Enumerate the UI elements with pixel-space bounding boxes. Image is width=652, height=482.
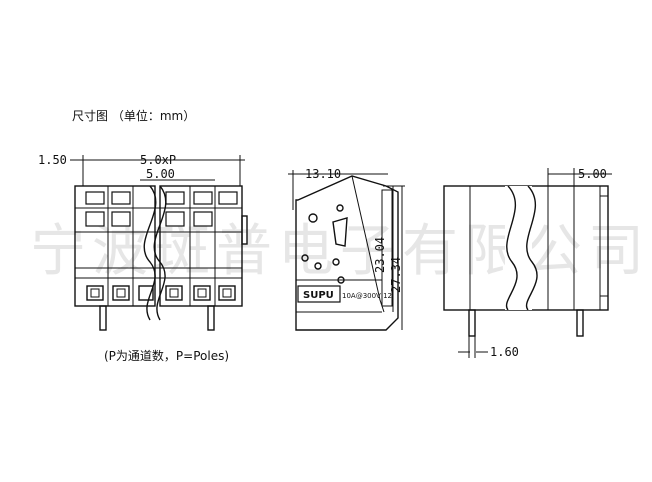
dim-front-left: 1.50: [38, 153, 67, 167]
drawing-title: 尺寸图 （单位：mm）: [72, 108, 195, 123]
dim-side-h2: 27.34: [389, 257, 403, 293]
side-marking: 10A@300V 12: [342, 292, 392, 300]
drawing-note: (P为通道数，P=Poles): [104, 348, 229, 363]
dim-side-h1: 23.04: [373, 237, 387, 273]
watermark-text: 宁波斑普电子有限公司: [30, 219, 650, 284]
back-view: 5.00 1.60: [443, 167, 612, 359]
brand-mark: SUPU: [303, 290, 334, 301]
dim-side-width: 13.10: [305, 167, 341, 181]
dim-front-pitch: 5.00: [146, 167, 175, 181]
side-view: 13.10 SUPU 10A@300V 12 23.04 27.34: [288, 167, 405, 331]
front-view: 1.50 5.0xP 5.00: [38, 153, 248, 331]
dim-front-total: 5.0xP: [140, 153, 176, 167]
dim-back-pin: 1.60: [490, 345, 519, 359]
dim-back-pitch: 5.00: [578, 167, 607, 181]
